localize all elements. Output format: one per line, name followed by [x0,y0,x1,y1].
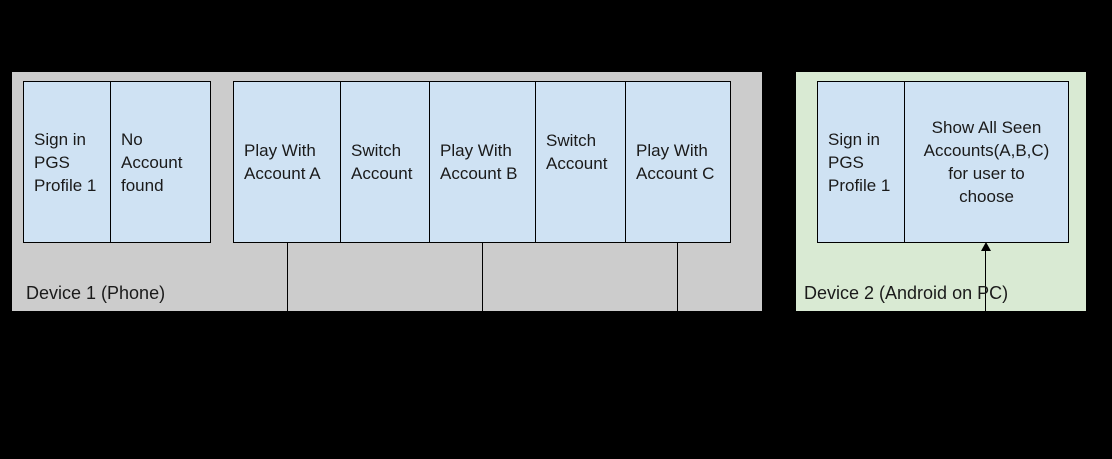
box-label: Play With Account B [440,141,518,183]
box-label: Show All Seen Accounts(A,B,C) for user t… [923,118,1050,206]
device2-sign-in-pgs-profile-1-box: Sign in PGS Profile 1 [817,81,905,243]
device2-label: Device 2 (Android on PC) [804,283,1009,303]
box-label: Switch Account [546,131,608,173]
device1-switch-account-box-1: Switch Account [340,81,430,243]
box-label: Play With Account A [244,141,321,183]
connector-line-account-c [677,242,678,311]
device1-no-account-found-box: No Account found [110,81,211,243]
device1-play-with-account-a-box: Play With Account A [233,81,341,243]
device1-play-with-account-b-box: Play With Account B [429,81,536,243]
box-label: Sign in PGS Profile 1 [34,129,97,195]
box-label: Play With Account C [636,141,715,183]
up-arrow-line [985,250,986,311]
device1-sign-in-pgs-profile-1-box: Sign in PGS Profile 1 [23,81,111,243]
device1-switch-account-box-2: Switch Account [535,81,626,243]
up-arrow-head-icon [981,242,991,251]
box-label: Sign in PGS Profile 1 [828,129,891,195]
connector-line-account-a [287,242,288,311]
box-label: Switch Account [351,141,413,183]
device1-label: Device 1 (Phone) [26,283,166,303]
connector-line-account-b [482,242,483,311]
box-label: No Account found [121,129,183,195]
device2-show-all-seen-accounts-box: Show All Seen Accounts(A,B,C) for user t… [904,81,1069,243]
device1-play-with-account-c-box: Play With Account C [625,81,731,243]
